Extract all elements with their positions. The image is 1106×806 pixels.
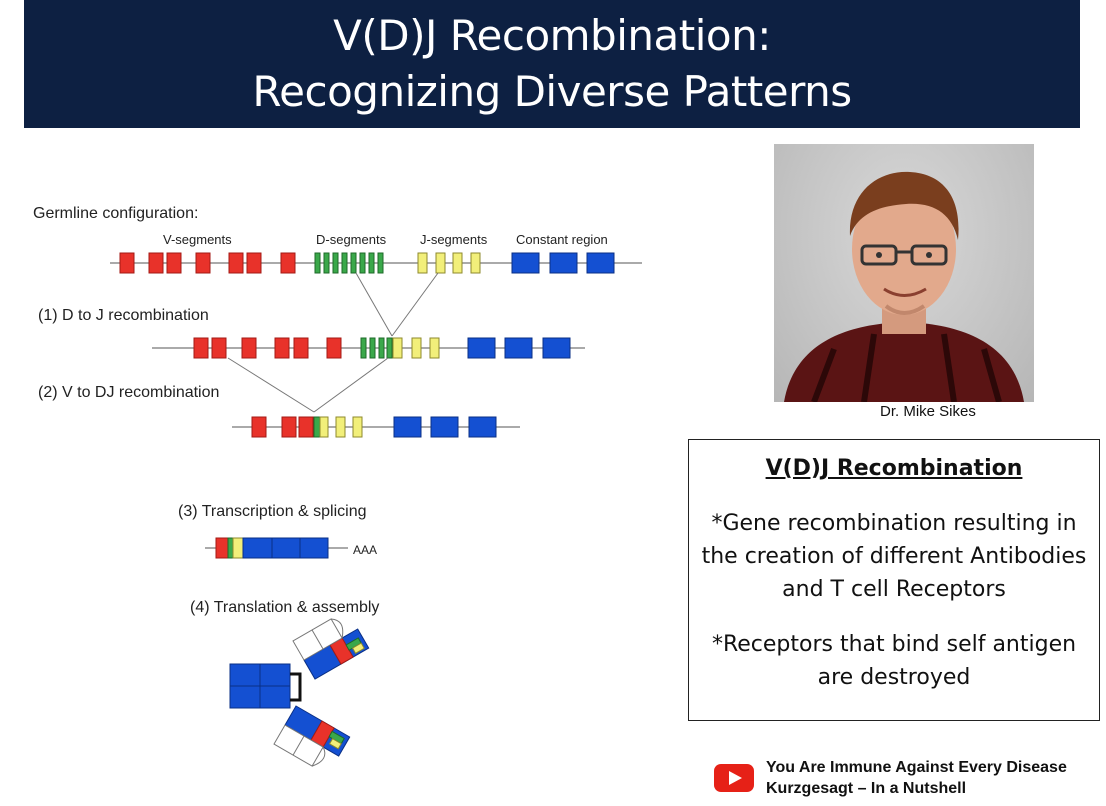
step4-label: (4) Translation & assembly: [190, 599, 379, 616]
video-source: You Are Immune Against Every Disease Kur…: [714, 757, 1067, 799]
title-line-2: Recognizing Diverse Patterns: [252, 67, 852, 116]
video-source-text: You Are Immune Against Every Disease Kur…: [766, 757, 1067, 799]
speaker-photo: [774, 144, 1034, 402]
germline-label: Germline configuration:: [33, 205, 198, 222]
photo-caption: Dr. Mike Sikes: [880, 403, 976, 420]
vdj-recombined-row: [232, 416, 520, 438]
info-box: V(D)J Recombination *Gene recombination …: [688, 439, 1100, 721]
mrna-transcript: [205, 537, 348, 559]
video-channel: Kurzgesagt – In a Nutshell: [766, 780, 967, 797]
step1-label: (1) D to J recombination: [38, 307, 209, 324]
constant-region-label: Constant region: [516, 232, 608, 247]
step2-label: (2) V to DJ recombination: [38, 384, 219, 401]
youtube-icon: [714, 764, 754, 792]
assembled-antibody: [229, 618, 370, 767]
polya-label: AAA: [353, 543, 377, 557]
v-segments-label: V-segments: [163, 232, 232, 247]
info-point-1: *Gene recombination resulting in the cre…: [701, 511, 1087, 602]
info-point-2: *Receptors that bind self antigen are de…: [711, 632, 1077, 690]
step3-label: (3) Transcription & splicing: [178, 503, 367, 520]
j-segments-label: J-segments: [420, 232, 488, 247]
title-line-1: V(D)J Recombination:: [333, 11, 771, 60]
dj-recombined-row: [152, 337, 585, 359]
title-banner: V(D)J Recombination: Recognizing Diverse…: [24, 0, 1080, 128]
info-heading: V(D)J Recombination: [765, 456, 1023, 481]
germline-row: [110, 252, 642, 274]
vdj-diagram: Germline configuration: V-segments D-seg…: [33, 205, 642, 767]
d-segments-label: D-segments: [316, 232, 387, 247]
video-title: You Are Immune Against Every Disease: [766, 759, 1067, 776]
